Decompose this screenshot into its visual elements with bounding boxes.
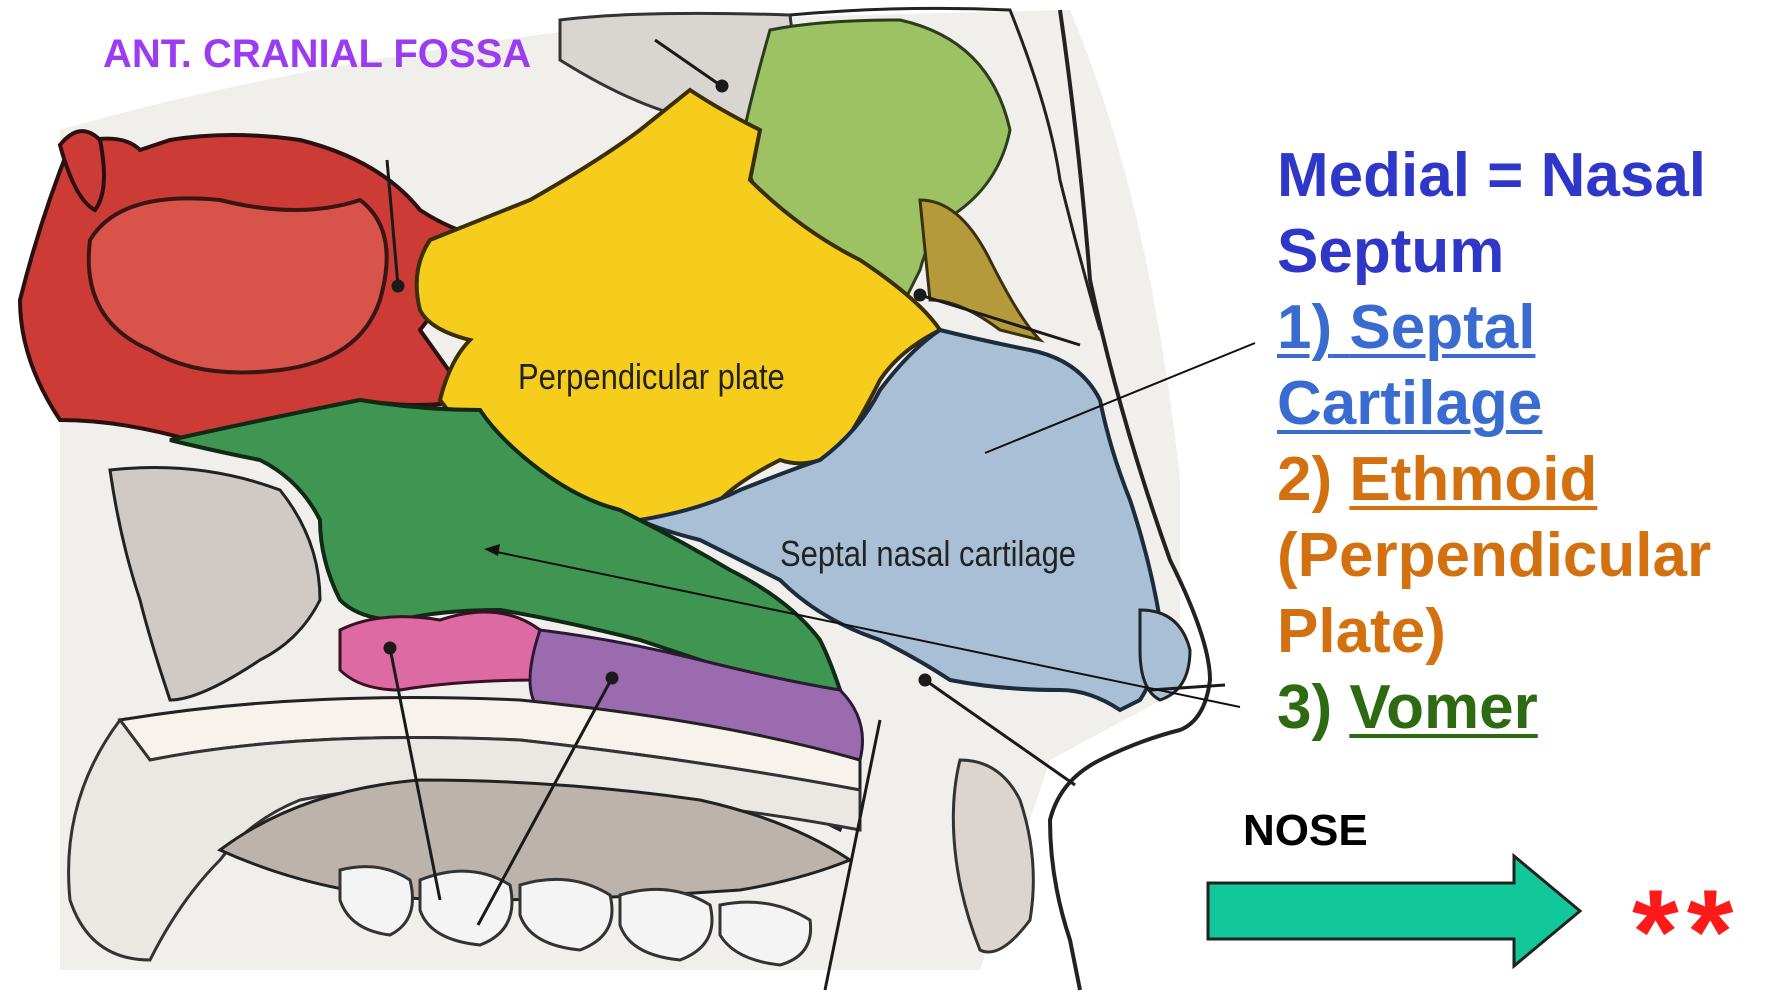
pin-lower-cartilage — [920, 675, 930, 685]
legend-item2-detail-line2: Plate) — [1277, 594, 1711, 670]
pin-cribriform — [717, 81, 727, 91]
legend-item-vomer: 3) Vomer — [1277, 670, 1711, 746]
nasal-septum-legend: Medial = Nasal Septum 1) Septal Cartilag… — [1277, 138, 1711, 746]
nose-direction-arrow — [1208, 856, 1580, 966]
legend-title-line1: Medial = Nasal — [1277, 138, 1711, 214]
perpendicular-plate-label: Perpendicular plate — [518, 356, 785, 398]
nose-label: NOSE — [1243, 806, 1368, 856]
septal-nasal-cartilage-label: Septal nasal cartilage — [780, 533, 1076, 575]
pin-palate-pink — [385, 643, 395, 653]
pin-palate-purple — [607, 673, 617, 683]
palate-pink-region — [340, 612, 550, 690]
legend-item-septal-cartilage-cont: Cartilage — [1277, 366, 1711, 442]
legend-item2-number: 2) — [1277, 445, 1332, 514]
legend-item2-name: Ethmoid — [1349, 445, 1597, 514]
emphasis-stars: ** — [1632, 872, 1741, 992]
legend-item3-name: Vomer — [1349, 673, 1537, 742]
legend-item-septal-cartilage: 1) Septal — [1277, 290, 1711, 366]
ant-cranial-fossa-label: ANT. CRANIAL FOSSA — [103, 32, 531, 77]
legend-item-ethmoid: 2) Ethmoid — [1277, 442, 1711, 518]
legend-item2-detail-line1: (Perpendicular — [1277, 518, 1711, 594]
pin-sphenoid — [393, 281, 403, 291]
legend-item1-number: 1) — [1277, 293, 1332, 362]
legend-item3-number: 3) — [1277, 673, 1332, 742]
legend-title-line2: Septum — [1277, 214, 1711, 290]
legend-item1-line2: Cartilage — [1277, 369, 1542, 438]
legend-item1-line1: Septal — [1349, 293, 1535, 362]
pin-nasal-bone — [915, 290, 925, 300]
